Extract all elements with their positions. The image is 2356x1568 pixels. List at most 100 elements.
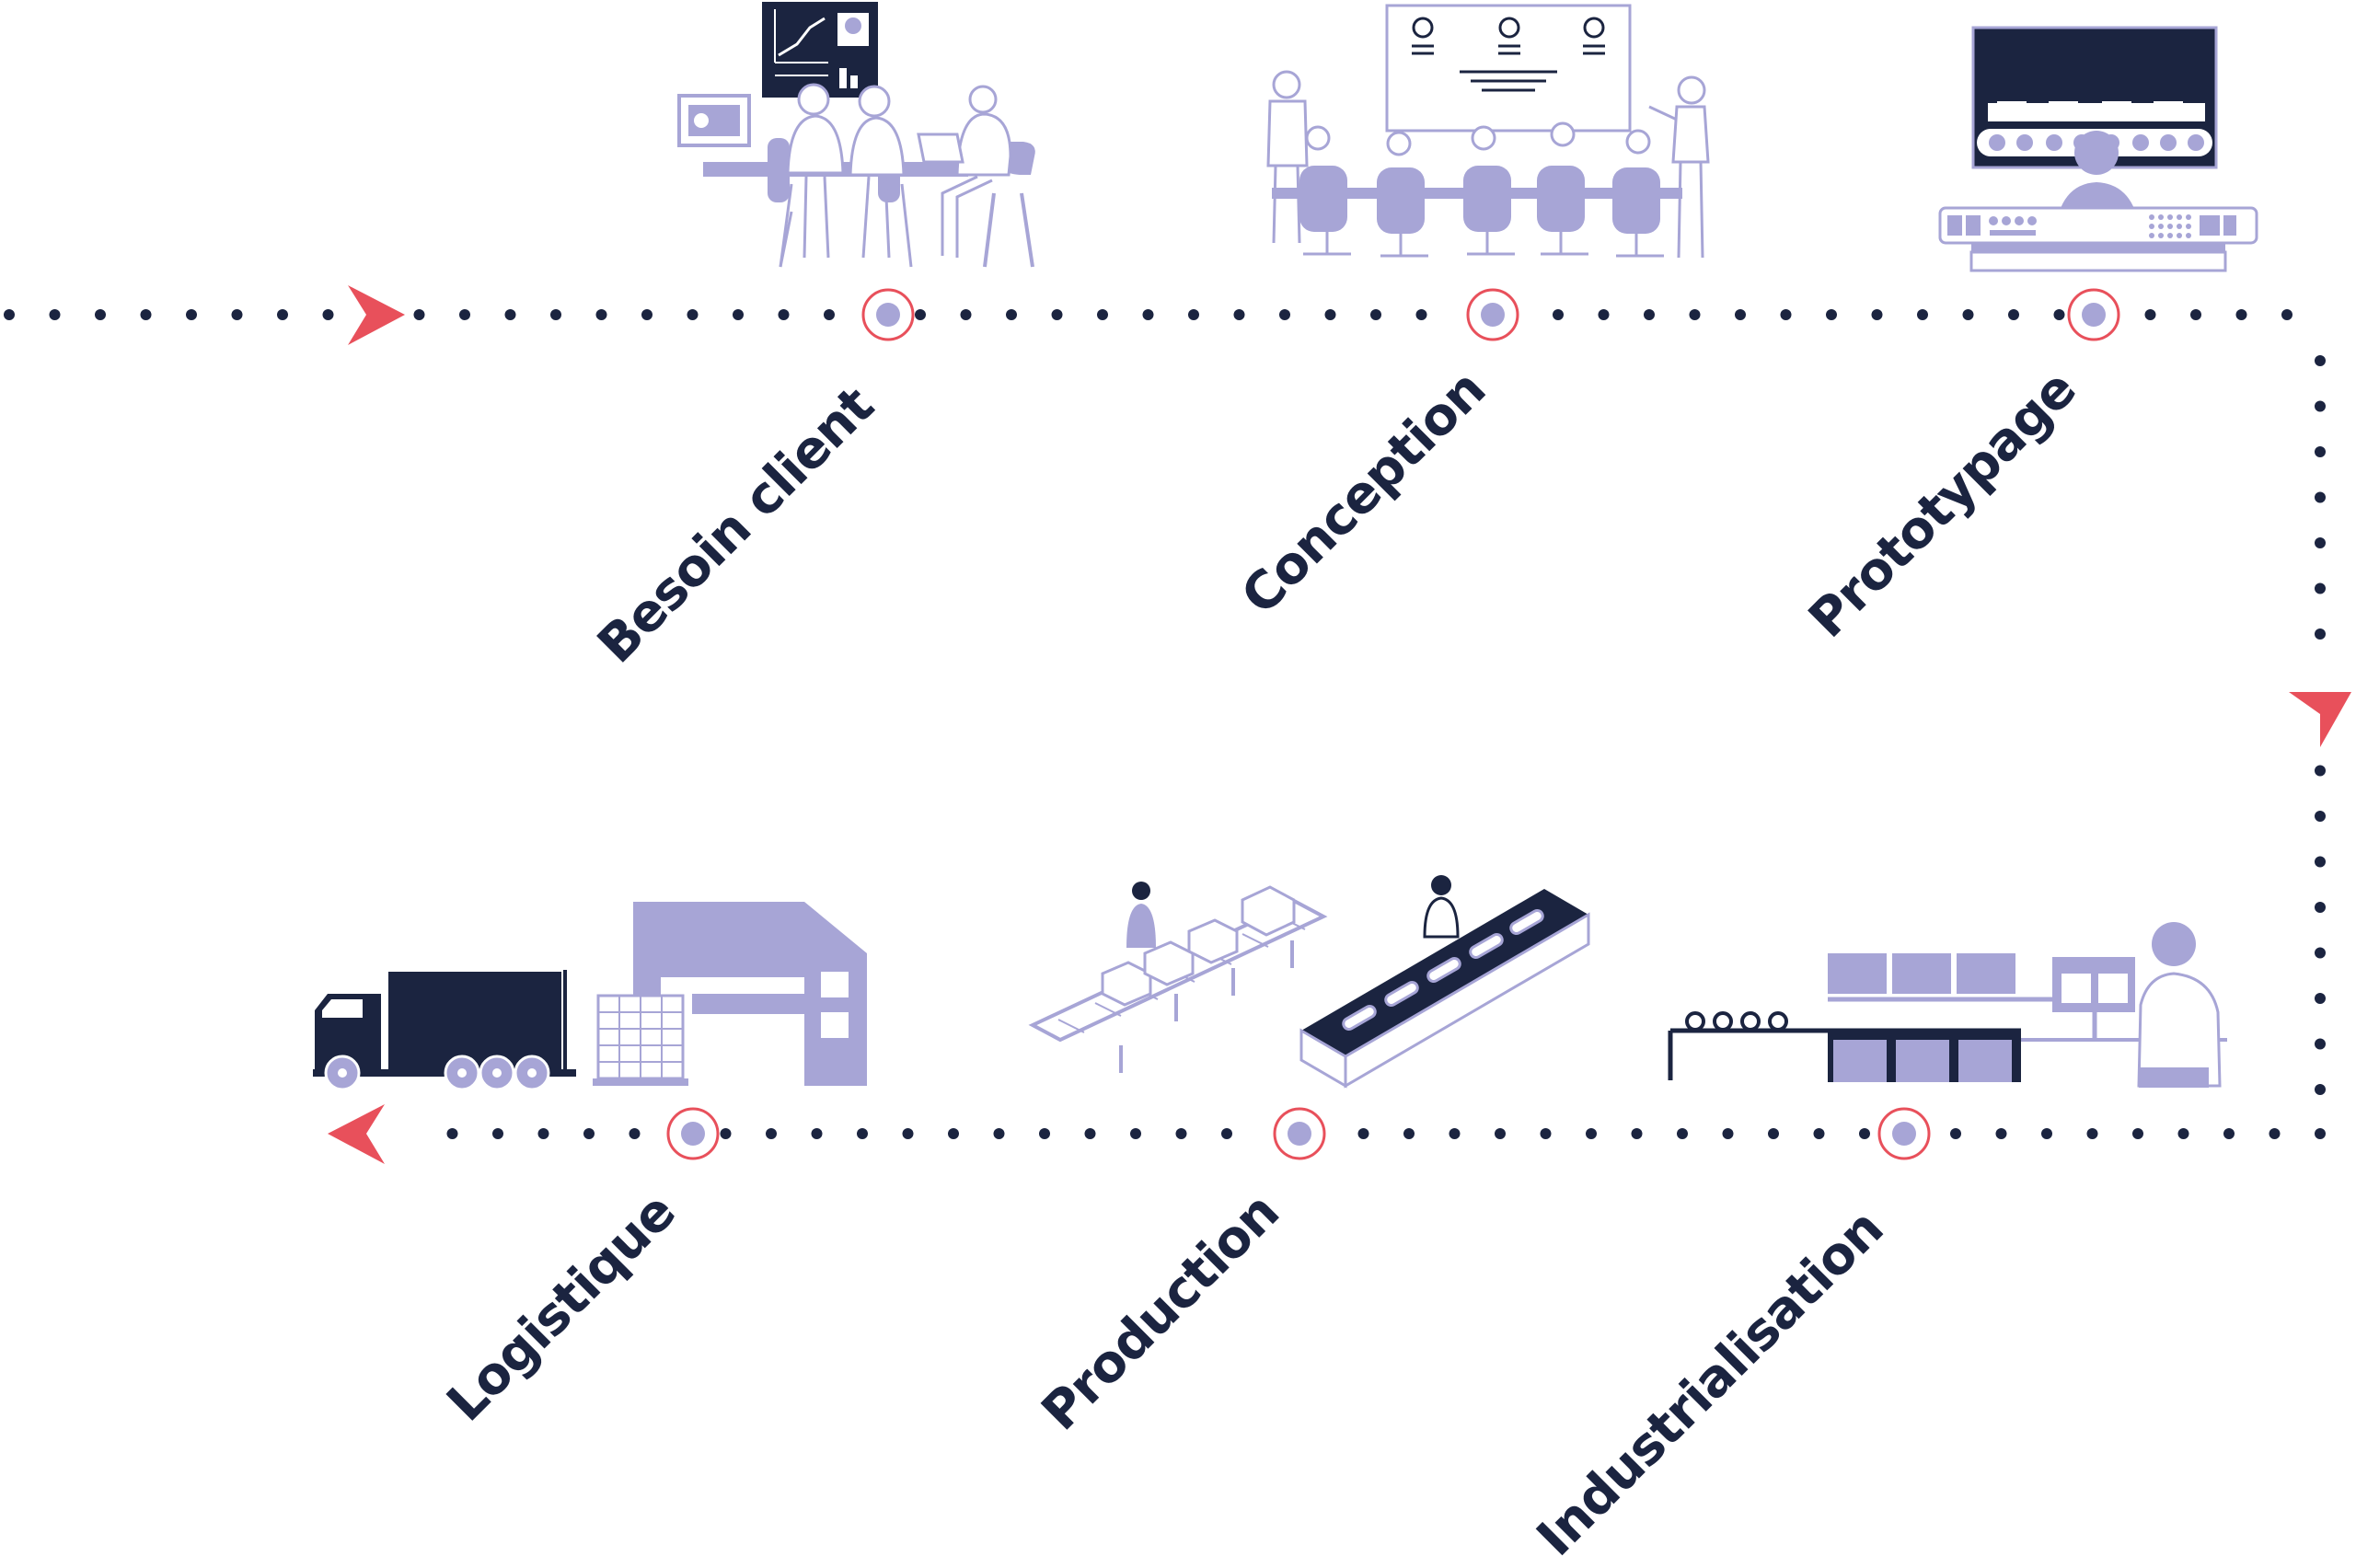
flow-dot (504, 309, 516, 320)
flow-dot (1175, 1128, 1187, 1139)
flow-dot (1051, 309, 1063, 320)
flow-dot (1324, 309, 1336, 320)
truck-warehouse-icon (313, 902, 867, 1091)
flow-dot (446, 1128, 458, 1139)
flow-dot (1735, 309, 1746, 320)
flow-dot (1097, 309, 1108, 320)
flow-dot (2315, 765, 2326, 777)
flow-dot (1449, 1128, 1461, 1139)
flow-dot (459, 309, 470, 320)
arrow-left-icon (328, 1104, 385, 1164)
flow-dot (1553, 309, 1564, 320)
flow-dot (811, 1128, 823, 1139)
flow-dot (1221, 1128, 1232, 1139)
flow-dot (1631, 1128, 1643, 1139)
flow-dot (993, 1128, 1005, 1139)
flow-dot (857, 1128, 868, 1139)
flow-dot (4, 309, 15, 320)
flow-dot (2315, 1084, 2326, 1095)
flow-dot (2281, 309, 2292, 320)
flow-dot (2315, 582, 2326, 594)
flow-dot (583, 1128, 595, 1139)
flow-dot (2315, 628, 2326, 640)
process-flow-diagram: Besoin client Conception Prototypage Ind… (4, 2, 2351, 1568)
dotted-flow-path (4, 309, 2326, 1139)
flow-dot (2223, 1128, 2235, 1139)
step-marker-production (1273, 1107, 1326, 1160)
flow-dot (2235, 309, 2247, 320)
conveyor-belts-icon (1028, 875, 1590, 1089)
flow-dot (902, 1128, 914, 1139)
flow-dot (2177, 1128, 2189, 1139)
flow-dot (2315, 811, 2326, 822)
flow-dot (1598, 309, 1610, 320)
flow-dot (2041, 1128, 2052, 1139)
flow-dot (720, 1128, 732, 1139)
flow-dot (1188, 309, 1199, 320)
flow-dot (1826, 309, 1837, 320)
flow-dot (231, 309, 243, 320)
flow-canvas (4, 2, 2351, 1164)
flow-dot (1370, 309, 1381, 320)
flow-dot (1768, 1128, 1779, 1139)
arrow-down-icon (2289, 692, 2351, 747)
flow-dot (1644, 309, 1655, 320)
flow-dot (641, 309, 653, 320)
flow-dot (1357, 1128, 1369, 1139)
flow-dot (1586, 1128, 1597, 1139)
flow-dot (2315, 1128, 2326, 1139)
flow-dot (186, 309, 197, 320)
flow-dot (1130, 1128, 1141, 1139)
flow-dot (2315, 1038, 2326, 1050)
flow-dot (733, 309, 744, 320)
flow-dot (1813, 1128, 1825, 1139)
flow-dot (1780, 309, 1792, 320)
step-marker-prototypage (2067, 288, 2120, 341)
flow-dot (277, 309, 288, 320)
flow-dot (960, 309, 972, 320)
step-marker-industrialisation (1877, 1107, 1931, 1160)
flow-dot (49, 309, 61, 320)
flow-dot (2315, 491, 2326, 503)
flow-dot (2053, 309, 2065, 320)
flow-dot (2269, 1128, 2281, 1139)
flow-dot (778, 309, 790, 320)
flow-dot (595, 309, 607, 320)
flow-dot (1871, 309, 1883, 320)
flow-dot (1540, 1128, 1552, 1139)
flow-dot (2144, 309, 2156, 320)
flow-dot (2315, 355, 2326, 366)
flow-dot (1415, 309, 1427, 320)
flow-dot (1233, 309, 1245, 320)
flow-dot (766, 1128, 777, 1139)
flow-dot (824, 309, 835, 320)
flow-dot (322, 309, 334, 320)
flow-dot (492, 1128, 503, 1139)
flow-dot (1962, 309, 1974, 320)
flow-dot (2315, 947, 2326, 959)
flow-dot (2315, 993, 2326, 1004)
flow-dot (2315, 902, 2326, 913)
flow-dot (1677, 1128, 1688, 1139)
flow-dot (2086, 1128, 2098, 1139)
flow-dot (2008, 309, 2019, 320)
flow-dot (2315, 446, 2326, 457)
flow-dot (687, 309, 699, 320)
flow-dot (1689, 309, 1701, 320)
flow-dot (948, 1128, 959, 1139)
flow-dot (2190, 309, 2201, 320)
flow-dot (1917, 309, 1928, 320)
arrow-right-icon (348, 285, 405, 345)
step-marker-logistique (666, 1107, 720, 1160)
flow-dot (2315, 856, 2326, 868)
meeting-table-icon (677, 2, 1035, 268)
flow-dot (2315, 400, 2326, 412)
flow-dot (1279, 309, 1290, 320)
flow-dot (1039, 1128, 1050, 1139)
flow-dot (95, 309, 106, 320)
flow-dot (629, 1128, 641, 1139)
flow-dot (1142, 309, 1154, 320)
flow-dot (1859, 1128, 1870, 1139)
flow-dot (537, 1128, 549, 1139)
step-marker-conception (1466, 288, 1519, 341)
